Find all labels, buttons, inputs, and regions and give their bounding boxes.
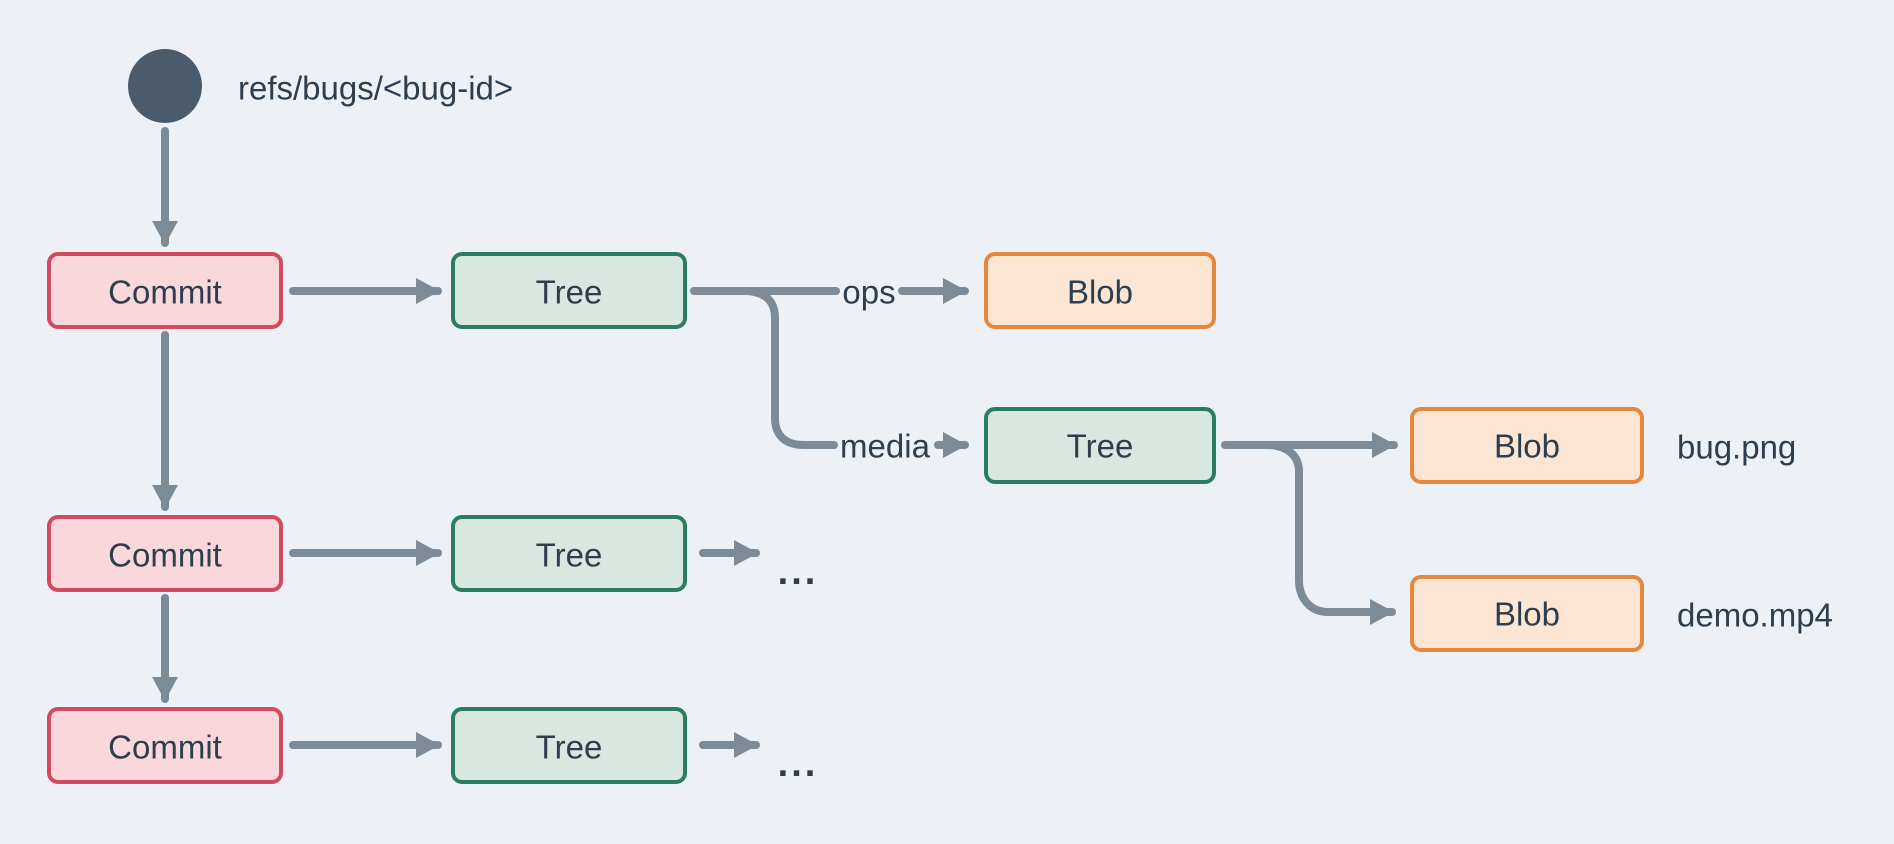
blob-demo-label: Blob — [1494, 596, 1560, 633]
edge-label-ops: ops — [842, 274, 895, 311]
blob-ops-label: Blob — [1067, 274, 1133, 311]
edge-tree1-branch-media — [744, 287, 838, 449]
tree3-box — [451, 515, 687, 592]
ellipsis-row2: ... — [778, 551, 819, 593]
blob-ops-box — [984, 252, 1216, 329]
file-label-demo-mp4: demo.mp4 — [1677, 597, 1833, 634]
edge-tree2-to-blob-demo — [1266, 441, 1396, 625]
blob-demo-box — [1410, 575, 1644, 652]
tree1-box — [451, 252, 687, 329]
commit1-label: Commit — [108, 274, 222, 311]
file-label-bug-png: bug.png — [1677, 429, 1796, 466]
tree4-box — [451, 707, 687, 784]
tree3-label: Tree — [536, 537, 603, 574]
ref-circle-icon — [128, 49, 202, 123]
ellipsis-row3: ... — [778, 743, 819, 785]
commit2-box — [47, 515, 283, 592]
edge-label-media: media — [840, 428, 931, 465]
blob-bug-label: Blob — [1494, 428, 1560, 465]
tree4-label: Tree — [536, 729, 603, 766]
commit3-label: Commit — [108, 729, 222, 766]
blob-bug-box — [1410, 407, 1644, 484]
tree2-box — [984, 407, 1216, 484]
commit2-label: Commit — [108, 537, 222, 574]
commit3-box — [47, 707, 283, 784]
ref-label: refs/bugs/<bug-id> — [238, 70, 513, 107]
commit1-box — [47, 252, 283, 329]
tree1-label: Tree — [536, 274, 603, 311]
tree2-label: Tree — [1067, 428, 1134, 465]
